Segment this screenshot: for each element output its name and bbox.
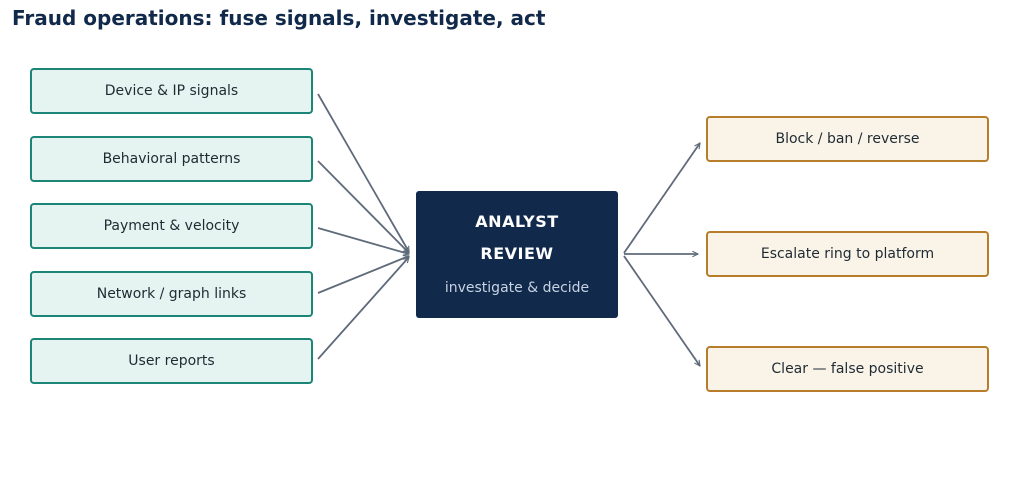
action-box-escalate: Escalate ring to platform <box>706 231 989 277</box>
action-label: Block / ban / reverse <box>775 131 920 147</box>
arrow-signal-2-to-hub <box>317 160 409 253</box>
arrow-signal-5-to-hub <box>317 257 409 360</box>
action-label: Clear — false positive <box>771 361 924 377</box>
signal-box-device-ip: Device & IP signals <box>30 68 313 114</box>
signal-label: Network / graph links <box>96 286 247 302</box>
action-label: Escalate ring to platform <box>760 246 935 262</box>
signal-label: Payment & velocity <box>103 218 240 234</box>
signal-label: User reports <box>128 353 215 369</box>
arrow-signal-3-to-hub <box>317 227 409 254</box>
hub-title-line-2: REVIEW <box>480 244 554 263</box>
hub-title-line-1: ANALYST <box>475 212 559 231</box>
action-box-block: Block / ban / reverse <box>706 116 989 162</box>
arrow-signal-4-to-hub <box>317 256 409 294</box>
hub-subtitle: investigate & decide <box>444 280 590 296</box>
diagram-title: Fraud operations: fuse signals, investig… <box>12 6 546 30</box>
arrow-hub-to-action-3 <box>623 255 701 366</box>
arrow-signal-1-to-hub <box>317 93 410 252</box>
analyst-review-hub: ANALYST REVIEW investigate & decide <box>416 191 618 318</box>
signal-box-behavioral: Behavioral patterns <box>30 136 313 182</box>
action-box-clear: Clear — false positive <box>706 346 989 392</box>
signal-box-user-reports: User reports <box>30 338 313 384</box>
arrow-hub-to-action-1 <box>623 143 701 254</box>
signal-label: Behavioral patterns <box>102 151 241 167</box>
signal-box-network: Network / graph links <box>30 271 313 317</box>
signal-box-payment: Payment & velocity <box>30 203 313 249</box>
signal-label: Device & IP signals <box>104 83 239 99</box>
